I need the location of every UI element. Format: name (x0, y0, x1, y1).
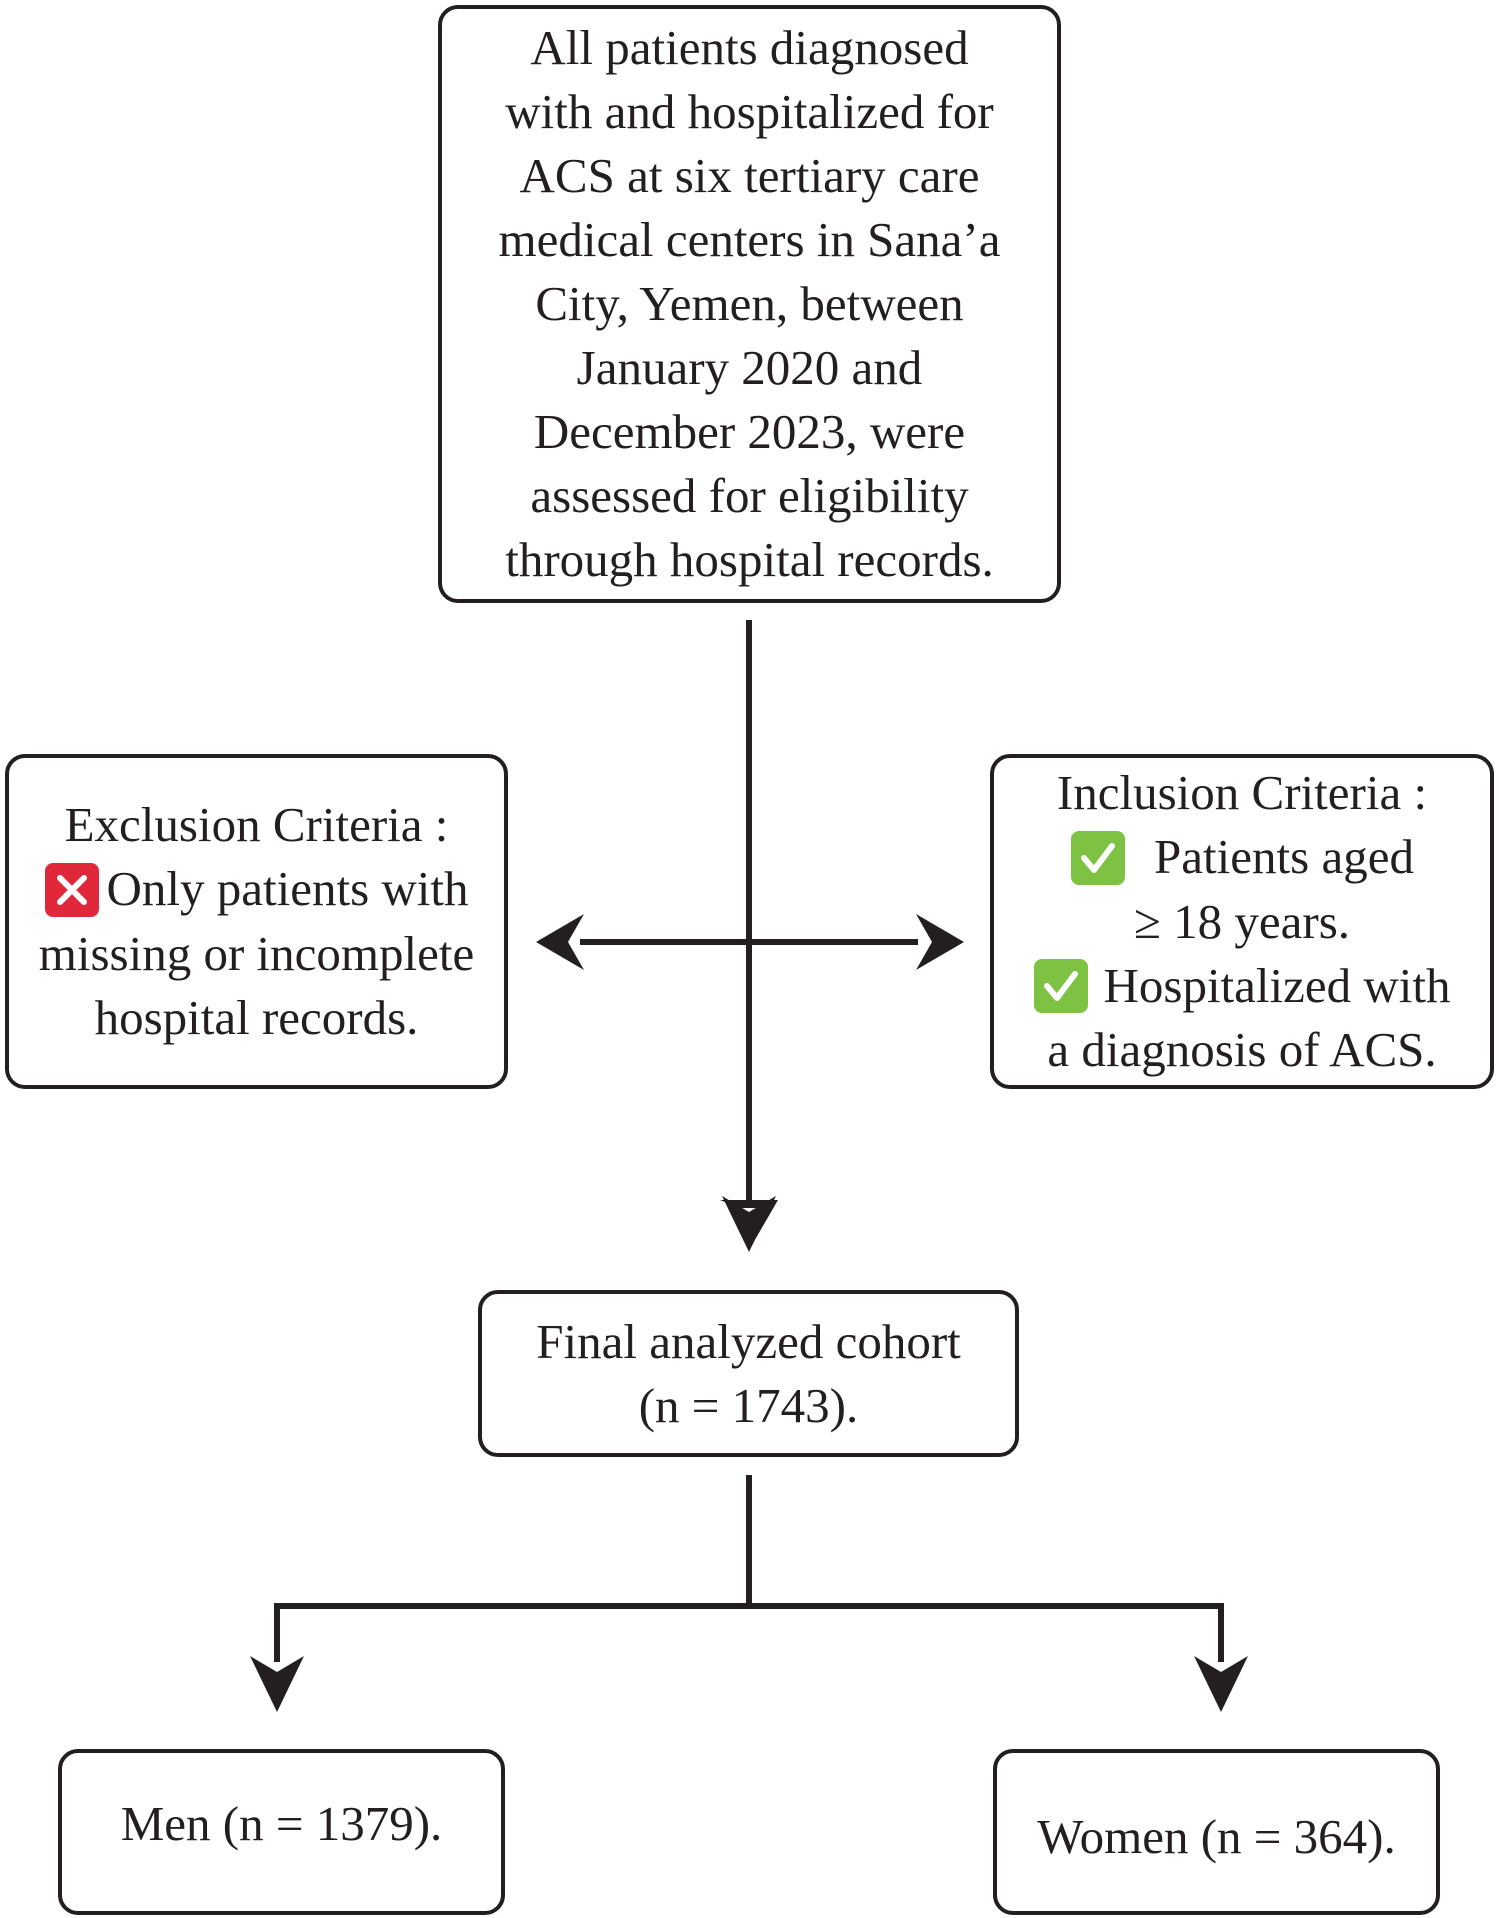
exclusion-title: Exclusion Criteria : (64, 797, 449, 853)
top-box-line: ACS at six tertiary care (519, 148, 980, 203)
top-box-line: medical centers in Sana’a (498, 212, 1001, 267)
inclusion-line: ≥ 18 years. (1133, 893, 1351, 949)
top-box-line: assessed for eligibility (530, 468, 969, 523)
down-arrowhead-to-women (1194, 1656, 1248, 1712)
left-arrowhead-to-exclusion (536, 914, 584, 970)
cohort-line: (n = 1743). (638, 1377, 859, 1433)
split-line (274, 1603, 1224, 1662)
exclusion-line: missing or incomplete (38, 925, 475, 981)
final-cohort-box: Final analyzed cohort (n = 1743). (478, 1290, 1019, 1457)
men-box: Men (n = 1379). (58, 1749, 505, 1915)
top-box-line: with and hospitalized for (505, 84, 994, 139)
exclusion-item: Only patients with (44, 857, 469, 922)
top-box-line: through hospital records. (505, 532, 994, 587)
women-label: Women (n = 364). (1037, 1809, 1396, 1864)
exclusion-criteria-box: Exclusion Criteria : Only patients with … (5, 754, 508, 1089)
exclusion-line: Only patients with (106, 861, 469, 917)
source-population-box: All patients diagnosed with and hospital… (438, 5, 1061, 603)
right-arrowhead-to-inclusion (916, 914, 964, 970)
cohort-line: Final analyzed cohort (536, 1313, 961, 1369)
inclusion-title: Inclusion Criteria : (1056, 764, 1428, 820)
inclusion-item-diagnosis: Hospitalized with (1033, 954, 1451, 1019)
inclusion-line: Patients aged (1154, 828, 1414, 884)
green-check-icon (1033, 958, 1089, 1014)
exclusion-line: hospital records. (94, 989, 419, 1045)
top-box-line: All patients diagnosed (530, 20, 969, 75)
men-label: Men (n = 1379). (120, 1796, 443, 1851)
inclusion-line: Hospitalized with (1103, 957, 1451, 1013)
red-x-icon (44, 862, 100, 918)
inclusion-item-age: Patients aged (1070, 825, 1414, 890)
top-box-line: December 2023, were (533, 404, 966, 459)
top-box-line: City, Yemen, between (535, 276, 964, 331)
top-box-line: January 2020 and (576, 340, 923, 395)
inclusion-line: a diagnosis of ACS. (1047, 1022, 1437, 1078)
inclusion-criteria-box: Inclusion Criteria : Patients aged ≥ 18 … (990, 754, 1494, 1089)
women-box: Women (n = 364). (993, 1749, 1440, 1915)
green-check-icon (1070, 830, 1126, 886)
down-arrowhead-to-men (250, 1656, 304, 1712)
